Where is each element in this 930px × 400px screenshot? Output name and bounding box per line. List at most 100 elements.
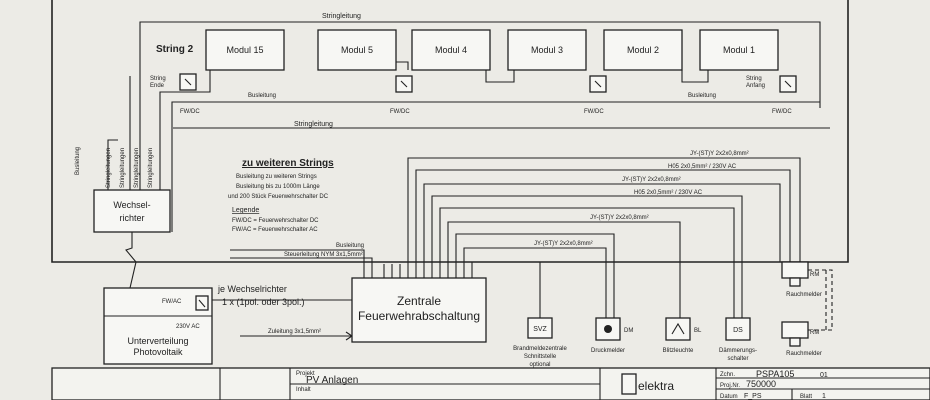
svg-text:Modul 15: Modul 15 bbox=[226, 45, 263, 55]
svg-text:FW/DC: FW/DC bbox=[390, 109, 410, 115]
svg-text:DM: DM bbox=[624, 328, 633, 334]
stringleitungen-label-1: Stringleitungen bbox=[106, 148, 112, 188]
svg-text:Modul 1: Modul 1 bbox=[723, 45, 755, 55]
fwdc-switch-3: FW/DC bbox=[584, 75, 607, 115]
cable-label-3: JY-(ST)Y 2x2x0,8mm² bbox=[622, 177, 681, 183]
device-svz: SVZ Brandmeldezentrale Schnittstelle opt… bbox=[513, 317, 568, 368]
svg-text:Blitzleuchte: Blitzleuchte bbox=[663, 348, 694, 354]
svg-text:Inhalt: Inhalt bbox=[296, 387, 311, 393]
svg-text:Busleitung zu weiteren Strings: Busleitung zu weiteren Strings bbox=[236, 174, 317, 180]
svg-text:230V AC: 230V AC bbox=[176, 324, 200, 330]
cable-label-1: JY-(ST)Y 2x2x0,8mm² bbox=[690, 151, 749, 157]
svg-text:FW/DC: FW/DC bbox=[180, 109, 200, 115]
cable-label-4: H05 2x0,5mm² / 230V AC bbox=[634, 190, 703, 196]
svg-text:richter: richter bbox=[119, 213, 144, 223]
project-name: PV Anlagen bbox=[306, 375, 358, 386]
wechselrichter-box: Wechsel- richter bbox=[93, 189, 171, 233]
svg-text:Feuerwehrabschaltung: Feuerwehrabschaltung bbox=[358, 309, 480, 323]
device-cables bbox=[383, 157, 801, 318]
cable-label-2: H05 2x0,5mm² / 230V AC bbox=[668, 164, 737, 170]
svg-text:schalter: schalter bbox=[727, 356, 748, 362]
svg-text:und 200 Stück Feuerwehrschalte: und 200 Stück Feuerwehrschalter DC bbox=[228, 194, 329, 200]
notes-title: zu weiteren Strings bbox=[242, 158, 334, 169]
string2-label: String 2 bbox=[156, 44, 194, 55]
svg-text:SVZ: SVZ bbox=[533, 326, 547, 333]
svg-text:1: 1 bbox=[822, 393, 826, 400]
svg-text:Blatt: Blatt bbox=[800, 394, 812, 400]
svg-text:RM: RM bbox=[810, 272, 819, 278]
device-rauchmelder-2: RM Rauchmelder bbox=[781, 321, 822, 357]
busleitung-vertical-label: Busleitung bbox=[75, 147, 81, 175]
fwdc-switch-2: FW/DC bbox=[390, 75, 413, 115]
svg-text:Modul 5: Modul 5 bbox=[341, 45, 373, 55]
busleitung-row-right-label: Busleitung bbox=[688, 93, 716, 99]
module-modul-1: Modul 1 bbox=[699, 29, 779, 71]
cable-label-6: JY-(ST)Y 2x2x0,8mm² bbox=[534, 241, 593, 247]
svg-text:Rauchmelder: Rauchmelder bbox=[786, 351, 822, 357]
stringleitung-mid-label: Stringleitung bbox=[294, 121, 333, 128]
unterverteilung-box: FW/AC 230V AC Unterverteilung Photovolta… bbox=[103, 287, 213, 365]
svg-text:Zentrale: Zentrale bbox=[397, 294, 441, 308]
stringleitungen-label-4: Stringleitungen bbox=[148, 148, 154, 188]
je-wechselrichter-label: je Wechselrichter bbox=[217, 284, 287, 294]
svg-text:Modul 4: Modul 4 bbox=[435, 45, 467, 55]
svg-text:Datum: Datum bbox=[720, 394, 738, 400]
svg-text:optional: optional bbox=[529, 362, 550, 368]
svg-text:Modul 3: Modul 3 bbox=[531, 45, 563, 55]
svg-text:Busleitung bis zu 1000m Länge: Busleitung bis zu 1000m Länge bbox=[236, 184, 320, 190]
svg-text:FW/AC = Feuerwehrschalter AC: FW/AC = Feuerwehrschalter AC bbox=[232, 227, 318, 233]
busleitung-row-label: Busleitung bbox=[248, 93, 276, 99]
fwdc-switch-1: FW/DC bbox=[179, 73, 200, 115]
svg-text:FW/DC: FW/DC bbox=[584, 109, 604, 115]
svg-text:BL: BL bbox=[694, 328, 702, 334]
module-modul-5: Modul 5 bbox=[317, 29, 397, 71]
brand-logo: elektra bbox=[638, 379, 674, 393]
steuerleitung-label: Steuerleitung NYM 3x1,5mm² bbox=[284, 252, 363, 258]
string-loop bbox=[51, 0, 849, 263]
device-rauchmelder-1: RM Rauchmelder bbox=[781, 261, 822, 298]
svg-text:750000: 750000 bbox=[746, 379, 776, 389]
svg-text:Zchn.: Zchn. bbox=[720, 372, 735, 378]
fwdc-switch-4: FW/DC bbox=[772, 75, 797, 115]
stringleitungen-label-3: Stringleitungen bbox=[134, 148, 140, 188]
svg-text:Wechsel-: Wechsel- bbox=[113, 200, 150, 210]
module-modul-2: Modul 2 bbox=[603, 29, 683, 71]
busleitung-zentrale-label: Busleitung bbox=[336, 243, 364, 249]
zuleitung-label: Zuleitung 3x1,5mm² bbox=[268, 329, 321, 335]
svg-text:PSPA105: PSPA105 bbox=[756, 369, 794, 379]
svg-text:DS: DS bbox=[733, 327, 743, 334]
device-druckmelder: DM Druckmelder bbox=[591, 317, 633, 354]
svg-text:FW/AC: FW/AC bbox=[162, 299, 182, 305]
svg-text:Modul 2: Modul 2 bbox=[627, 45, 659, 55]
zentrale-feuerwehrabschaltung-box: Zentrale Feuerwehrabschaltung bbox=[351, 277, 487, 343]
svg-text:Druckmelder: Druckmelder bbox=[591, 348, 625, 354]
svg-text:FW/DC = Feuerwehrschalter DC: FW/DC = Feuerwehrschalter DC bbox=[232, 218, 319, 224]
device-daemmerungsschalter: DS Dämmerungs- schalter bbox=[719, 317, 757, 362]
notes-block: zu weiteren Strings Busleitung zu weiter… bbox=[228, 158, 334, 233]
device-blitzleuchte: BL Blitzleuchte bbox=[663, 317, 702, 354]
je-wechselrichter-sub: 1 x (1pol. oder 3pol.) bbox=[222, 297, 305, 307]
title-block: Projekt PV Anlagen Inhalt elektra Zchn. … bbox=[51, 367, 930, 400]
svg-text:F_PS: F_PS bbox=[744, 393, 762, 400]
module-modul-3: Modul 3 bbox=[507, 29, 587, 71]
cable-label-5: JY-(ST)Y 2x2x0,8mm² bbox=[590, 215, 649, 221]
svg-text:FW/DC: FW/DC bbox=[772, 109, 792, 115]
module-modul-15: Modul 15 bbox=[205, 29, 285, 71]
svg-text:Unterverteilung: Unterverteilung bbox=[127, 336, 188, 346]
stringleitungen-label-2: Stringleitungen bbox=[120, 148, 126, 188]
svg-text:Dämmerungs-: Dämmerungs- bbox=[719, 348, 757, 354]
svg-text:Proj.Nr.: Proj.Nr. bbox=[720, 383, 740, 389]
svg-text:Brandmeldezentrale: Brandmeldezentrale bbox=[513, 346, 567, 352]
legend-title: Legende bbox=[232, 207, 259, 214]
svg-text:Rauchmelder: Rauchmelder bbox=[786, 292, 822, 298]
svg-text:Schnittstelle: Schnittstelle bbox=[524, 354, 557, 360]
module-modul-4: Modul 4 bbox=[411, 29, 491, 71]
svg-text:Photovoltaik: Photovoltaik bbox=[133, 347, 183, 357]
svg-text:Projekt: Projekt bbox=[296, 371, 315, 377]
svg-text:01: 01 bbox=[820, 372, 828, 379]
svg-text:RM: RM bbox=[810, 330, 819, 336]
